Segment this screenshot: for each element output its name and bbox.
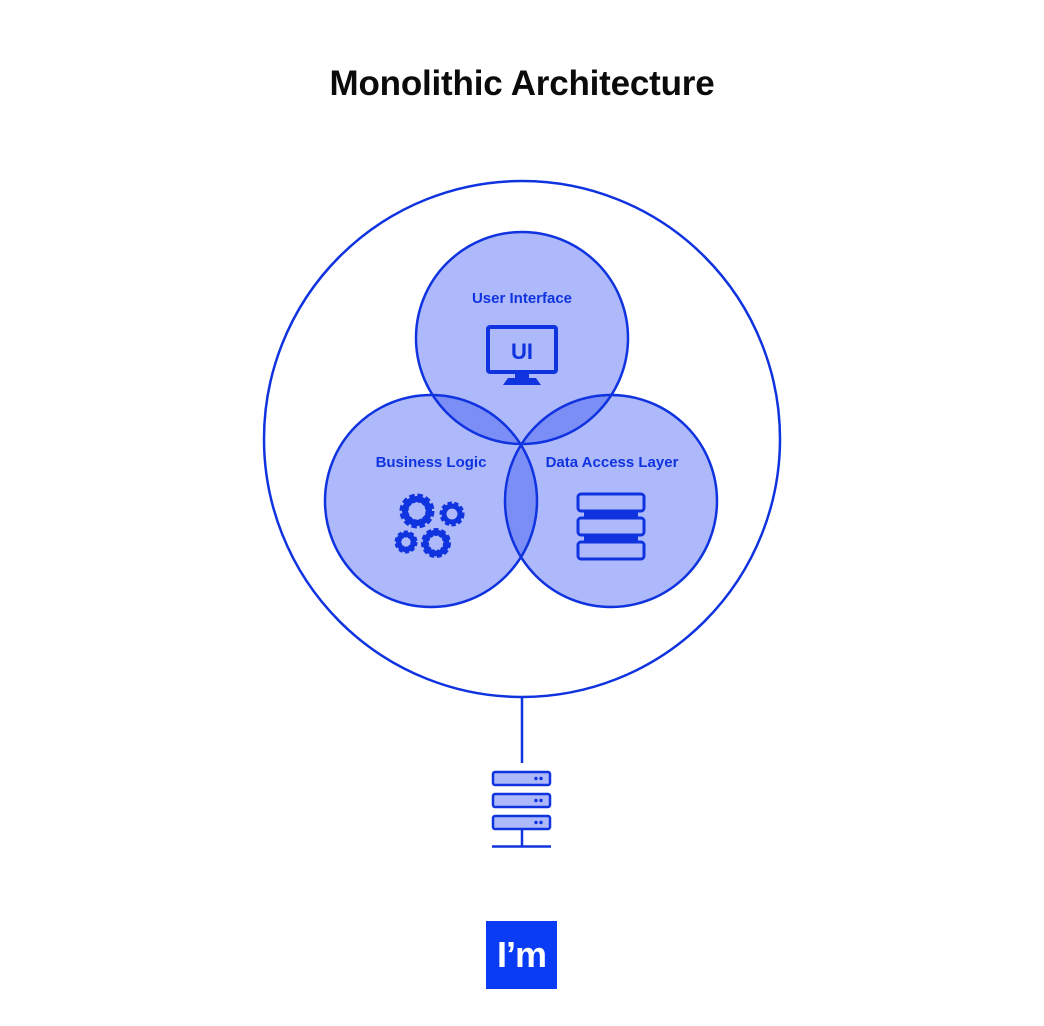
database-stack-icon (576, 492, 646, 561)
gear-small-bottom (394, 530, 418, 554)
gears-icon (394, 493, 465, 558)
monitor-icon: UI (486, 325, 558, 385)
server-rack-icon (491, 770, 552, 848)
component-fills (325, 232, 717, 607)
logo-background (486, 921, 557, 989)
gear-small-top (439, 501, 465, 527)
diagram-title: Monolithic Architecture (329, 64, 715, 103)
data-access-layer-circle (503, 393, 719, 609)
gear-large-bottom (421, 528, 451, 558)
gear-large-top (399, 493, 435, 529)
user-interface-label: User Interface (472, 290, 572, 307)
component-outlines (323, 230, 719, 609)
monitor-icon-text: UI (511, 339, 533, 364)
brand-logo: I’m (496, 934, 547, 975)
business-logic-label: Business Logic (376, 454, 487, 471)
business-logic-circle (323, 393, 539, 609)
data-access-layer-label: Data Access Layer (546, 454, 679, 471)
